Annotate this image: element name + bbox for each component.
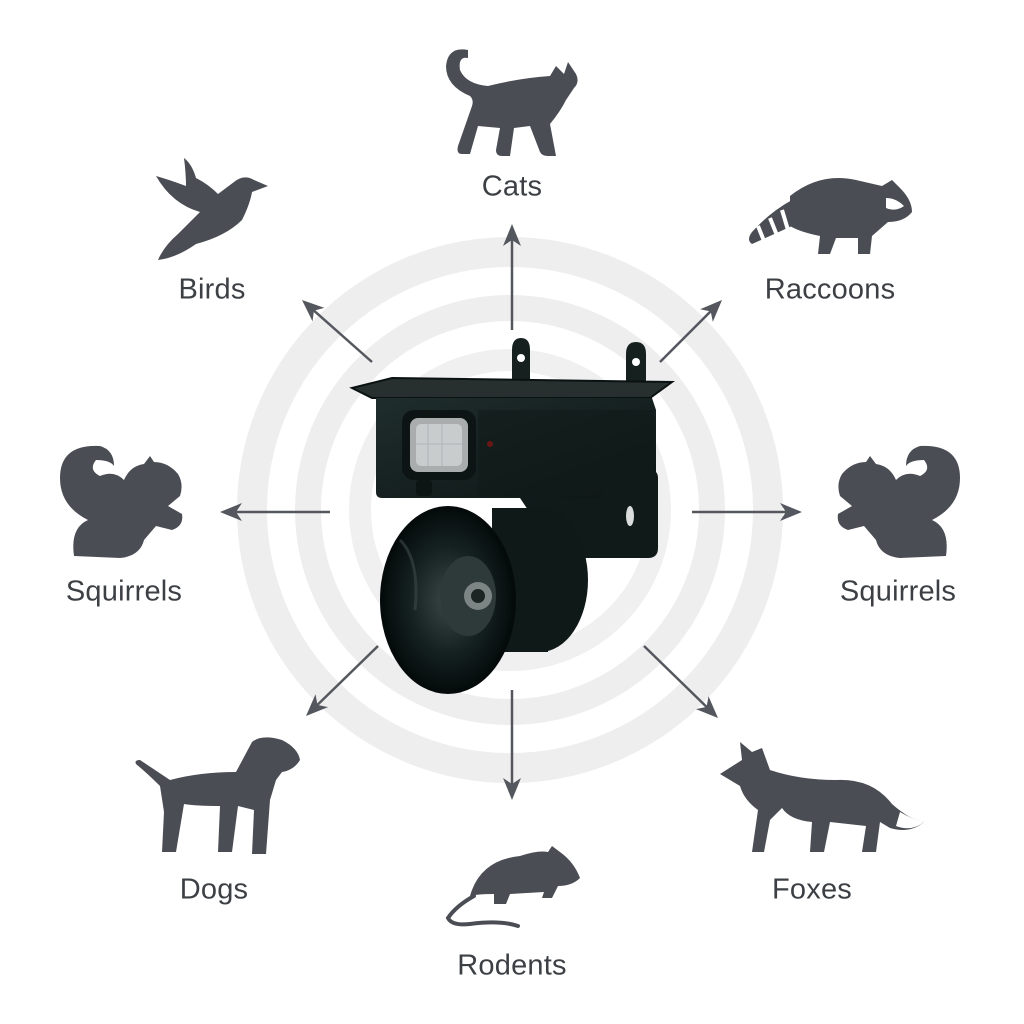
arrow-to-raccoons — [659, 309, 713, 363]
label-foxes: Foxes — [772, 873, 852, 906]
squirrel-icon — [837, 445, 960, 558]
sound-wave-ring-inner — [349, 349, 671, 671]
raccoon-icon — [749, 178, 912, 254]
label-raccoons: Raccoons — [764, 273, 896, 306]
squirrel-icon — [60, 445, 183, 558]
arrowhead-cats — [503, 224, 521, 246]
arrow-to-birds — [311, 308, 373, 363]
ultrasonic-animal-repeller-icon — [349, 338, 676, 694]
rodent-icon — [445, 846, 580, 928]
label-cats: Cats — [481, 170, 543, 203]
label-dogs: Dogs — [179, 873, 249, 906]
dog-icon — [135, 737, 300, 854]
sound-wave-ring-outer — [237, 237, 783, 783]
bird-icon — [156, 158, 268, 260]
sound-wave-ring-middle — [295, 295, 725, 725]
arrowhead-dogs — [306, 694, 329, 716]
label-squirrels-left: Squirrels — [65, 575, 183, 608]
arrowhead-birds — [302, 300, 325, 322]
fox-icon — [720, 742, 924, 852]
arrowhead-rodents — [503, 778, 521, 800]
label-rodents: Rodents — [457, 949, 567, 982]
arrowhead-raccoons — [700, 300, 722, 322]
label-birds: Birds — [178, 273, 246, 306]
label-squirrels-right: Squirrels — [839, 575, 957, 608]
arrowhead-squirrels-right — [780, 503, 802, 521]
animal-icons — [60, 49, 960, 928]
arrow-to-foxes — [643, 645, 709, 710]
arrowhead-foxes — [695, 696, 718, 718]
arrowhead-squirrels-left — [220, 503, 242, 521]
cat-icon — [446, 49, 578, 157]
arrow-to-dogs — [315, 645, 379, 708]
direction-arrows — [220, 224, 802, 800]
sound-wave-rings — [237, 237, 783, 783]
